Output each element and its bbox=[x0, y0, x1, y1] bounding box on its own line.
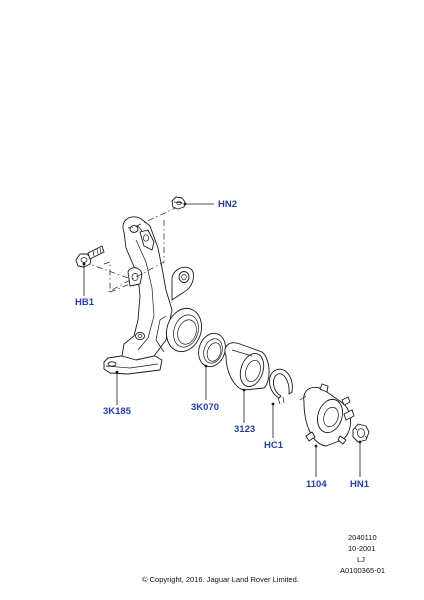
drawing-date: 10-2001 bbox=[348, 544, 376, 553]
steering-knuckle[interactable] bbox=[103, 216, 207, 375]
callout-3123[interactable]: 3123 bbox=[234, 424, 256, 435]
callout-hn2[interactable]: HN2 bbox=[218, 199, 238, 210]
callout-hc1[interactable]: HC1 bbox=[264, 440, 284, 451]
wheel-hub[interactable] bbox=[299, 383, 355, 447]
copyright-notice: © Copyright, 2016. Jaguar Land Rover Lim… bbox=[142, 575, 299, 584]
callout-hb1[interactable]: HB1 bbox=[75, 297, 95, 308]
flange-bolt-hb1[interactable] bbox=[75, 245, 105, 268]
callout-hn1[interactable]: HN1 bbox=[350, 479, 370, 490]
callout-3k070[interactable]: 3K070 bbox=[191, 402, 219, 413]
leader-lines bbox=[82, 202, 362, 477]
wheel-bearing[interactable] bbox=[224, 342, 270, 391]
author-initials: LJ bbox=[357, 555, 365, 564]
oil-seal[interactable] bbox=[194, 330, 229, 370]
circlip-ring[interactable] bbox=[269, 368, 293, 405]
illustration-id: A0100365-01 bbox=[340, 566, 386, 575]
hub-nut-hn1[interactable] bbox=[352, 423, 370, 443]
callout-3k185[interactable]: 3K185 bbox=[103, 406, 131, 417]
reference-code: 2040110 bbox=[348, 533, 377, 542]
alignment-lines bbox=[83, 206, 179, 293]
hex-nut-hn2[interactable] bbox=[171, 196, 186, 210]
callout-1104[interactable]: 1104 bbox=[306, 479, 327, 490]
